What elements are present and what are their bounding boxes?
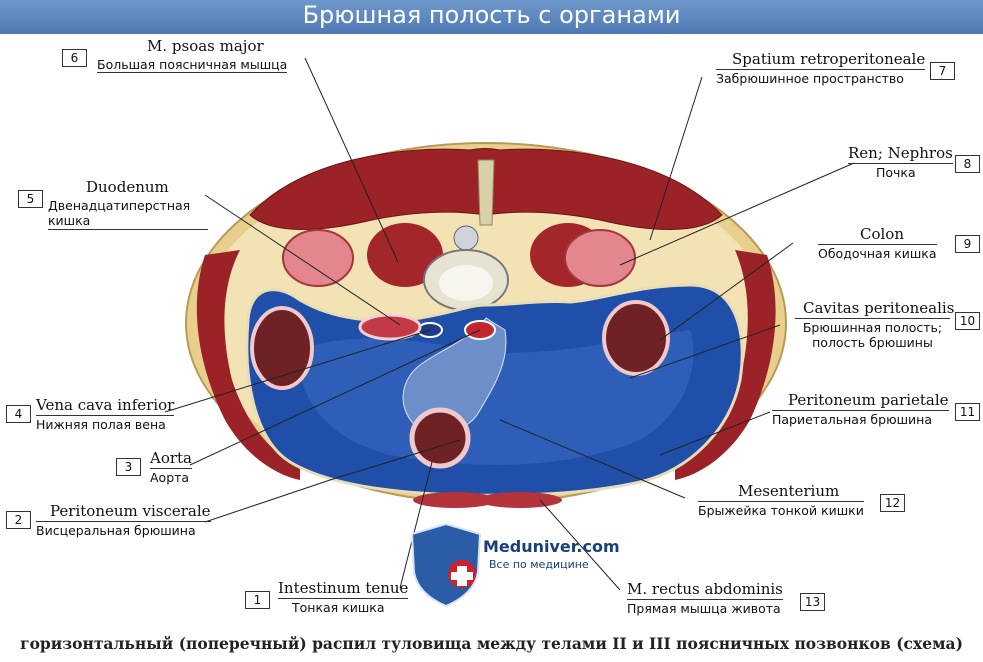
leader-10 bbox=[629, 324, 781, 379]
label-number-13: 13 bbox=[800, 593, 825, 611]
label-peritoneum-viscerale-latin: Peritoneum viscerale bbox=[36, 502, 211, 522]
label-rectus: M. rectus abdominis Прямая мышца живота bbox=[627, 580, 783, 616]
page-title: Брюшная полость с органами bbox=[302, 1, 681, 29]
spinal-canal bbox=[453, 225, 479, 251]
label-mesentery-ru: Брыжейка тонкой кишки bbox=[698, 502, 864, 518]
label-cavity: Cavitas peritonealis Брюшинная полость; … bbox=[795, 299, 954, 351]
medical-cross-icon bbox=[451, 566, 473, 586]
label-retroperitoneal: Spatium retroperitoneale Забрюшинное про… bbox=[716, 50, 926, 86]
label-vena-cava: Vena cava inferior Нижняя полая вена bbox=[36, 396, 175, 432]
label-rectus-latin: M. rectus abdominis bbox=[627, 580, 783, 600]
rectus-left bbox=[413, 492, 497, 508]
leader-6 bbox=[304, 57, 399, 263]
label-vena-cava-ru: Нижняя полая вена bbox=[36, 416, 166, 432]
label-kidney-latin: Ren; Nephros bbox=[848, 144, 953, 164]
label-mesentery: Mesenterium Брыжейка тонкой кишки bbox=[698, 482, 864, 518]
label-kidney: Ren; Nephros Почка bbox=[848, 144, 953, 180]
leader-5 bbox=[204, 194, 401, 326]
right-colon bbox=[602, 300, 670, 376]
left-colon bbox=[250, 306, 314, 390]
brand-tagline: Все по медицине bbox=[489, 558, 589, 571]
figure-caption: горизонтальный (поперечный) распил тулов… bbox=[20, 634, 963, 653]
label-peritoneum-viscerale-ru: Висцеральная брюшина bbox=[36, 522, 196, 538]
leader-3 bbox=[189, 329, 481, 466]
label-intestine: Intestinum tenue Тонкая кишка bbox=[278, 579, 409, 615]
label-peritoneum-viscerale: Peritoneum viscerale Висцеральная брюшин… bbox=[36, 502, 211, 538]
leader-9 bbox=[659, 242, 794, 341]
spinous-process bbox=[477, 159, 495, 226]
leader-1 bbox=[399, 461, 433, 589]
label-number-8: 8 bbox=[955, 155, 980, 173]
left-abdominal-wall-muscle bbox=[196, 250, 300, 480]
label-mesentery-latin: Mesenterium bbox=[698, 482, 864, 502]
label-number-4: 4 bbox=[6, 405, 31, 423]
label-number-3: 3 bbox=[116, 458, 141, 476]
label-number-5: 5 bbox=[18, 190, 43, 208]
label-colon: Colon Ободочная кишка bbox=[818, 225, 937, 261]
label-peritoneum-parietale-latin: Peritoneum parietale bbox=[772, 391, 949, 411]
label-number-11: 11 bbox=[955, 403, 980, 421]
title-bar bbox=[0, 0, 983, 34]
right-kidney bbox=[564, 229, 636, 287]
label-psoas-ru: Большая поясничная мышца bbox=[97, 56, 288, 74]
label-duodenum: Duodenum Двенадцатиперстная кишка bbox=[48, 178, 208, 230]
label-peritoneum-parietale: Peritoneum parietale Париетальная брюшин… bbox=[772, 391, 949, 427]
leader-12 bbox=[499, 419, 686, 499]
rectus-right bbox=[478, 492, 562, 508]
label-cavity-ru: Брюшинная полость; полость брюшины bbox=[802, 319, 943, 351]
label-number-9: 9 bbox=[955, 235, 980, 253]
leader-11 bbox=[659, 411, 771, 456]
label-intestine-latin: Intestinum tenue bbox=[278, 579, 409, 599]
psoas-left bbox=[367, 223, 443, 287]
leader-13 bbox=[539, 499, 621, 591]
cavity-highlight bbox=[299, 330, 694, 465]
label-rectus-ru: Прямая мышца живота bbox=[627, 600, 781, 616]
label-number-7: 7 bbox=[930, 62, 955, 80]
label-cavity-latin: Cavitas peritonealis bbox=[795, 299, 954, 319]
label-duodenum-ru: Двенадцатиперстная кишка bbox=[48, 197, 208, 230]
leader-lines bbox=[164, 57, 855, 591]
left-kidney bbox=[282, 229, 354, 287]
label-number-10: 10 bbox=[955, 312, 980, 330]
leader-4 bbox=[164, 329, 431, 413]
vertebral-body-inner bbox=[439, 265, 493, 301]
label-psoas-latin: M. psoas major bbox=[147, 37, 264, 55]
label-aorta-ru: Аорта bbox=[150, 469, 190, 485]
label-intestine-ru: Тонкая кишка bbox=[292, 599, 385, 615]
label-aorta: Aorta Аорта bbox=[150, 449, 193, 485]
leader-7 bbox=[649, 76, 703, 241]
right-abdominal-wall-muscle bbox=[675, 250, 776, 480]
label-number-2: 2 bbox=[6, 511, 31, 529]
label-number-6: 6 bbox=[62, 49, 87, 67]
label-aorta-latin: Aorta bbox=[150, 449, 193, 469]
leader-2 bbox=[204, 439, 461, 523]
duodenum-organ bbox=[358, 313, 422, 341]
label-colon-ru: Ободочная кишка bbox=[818, 245, 937, 261]
label-number-1: 1 bbox=[245, 591, 270, 609]
label-duodenum-latin: Duodenum bbox=[86, 178, 169, 196]
label-kidney-ru: Почка bbox=[876, 164, 916, 180]
leader-8 bbox=[619, 162, 855, 266]
label-vena-cava-latin: Vena cava inferior bbox=[36, 396, 175, 416]
label-retroperitoneal-latin: Spatium retroperitoneale bbox=[716, 50, 926, 70]
label-psoas: M. psoas major Большая поясничная мышца bbox=[97, 37, 288, 74]
label-retroperitoneal-ru: Забрюшинное пространство bbox=[716, 70, 904, 86]
small-intestine bbox=[409, 407, 471, 469]
brand-name[interactable]: Meduniver.com bbox=[483, 537, 620, 556]
label-number-12: 12 bbox=[880, 494, 905, 512]
label-peritoneum-parietale-ru: Париетальная брюшина bbox=[772, 411, 932, 427]
label-colon-latin: Colon bbox=[818, 225, 937, 245]
